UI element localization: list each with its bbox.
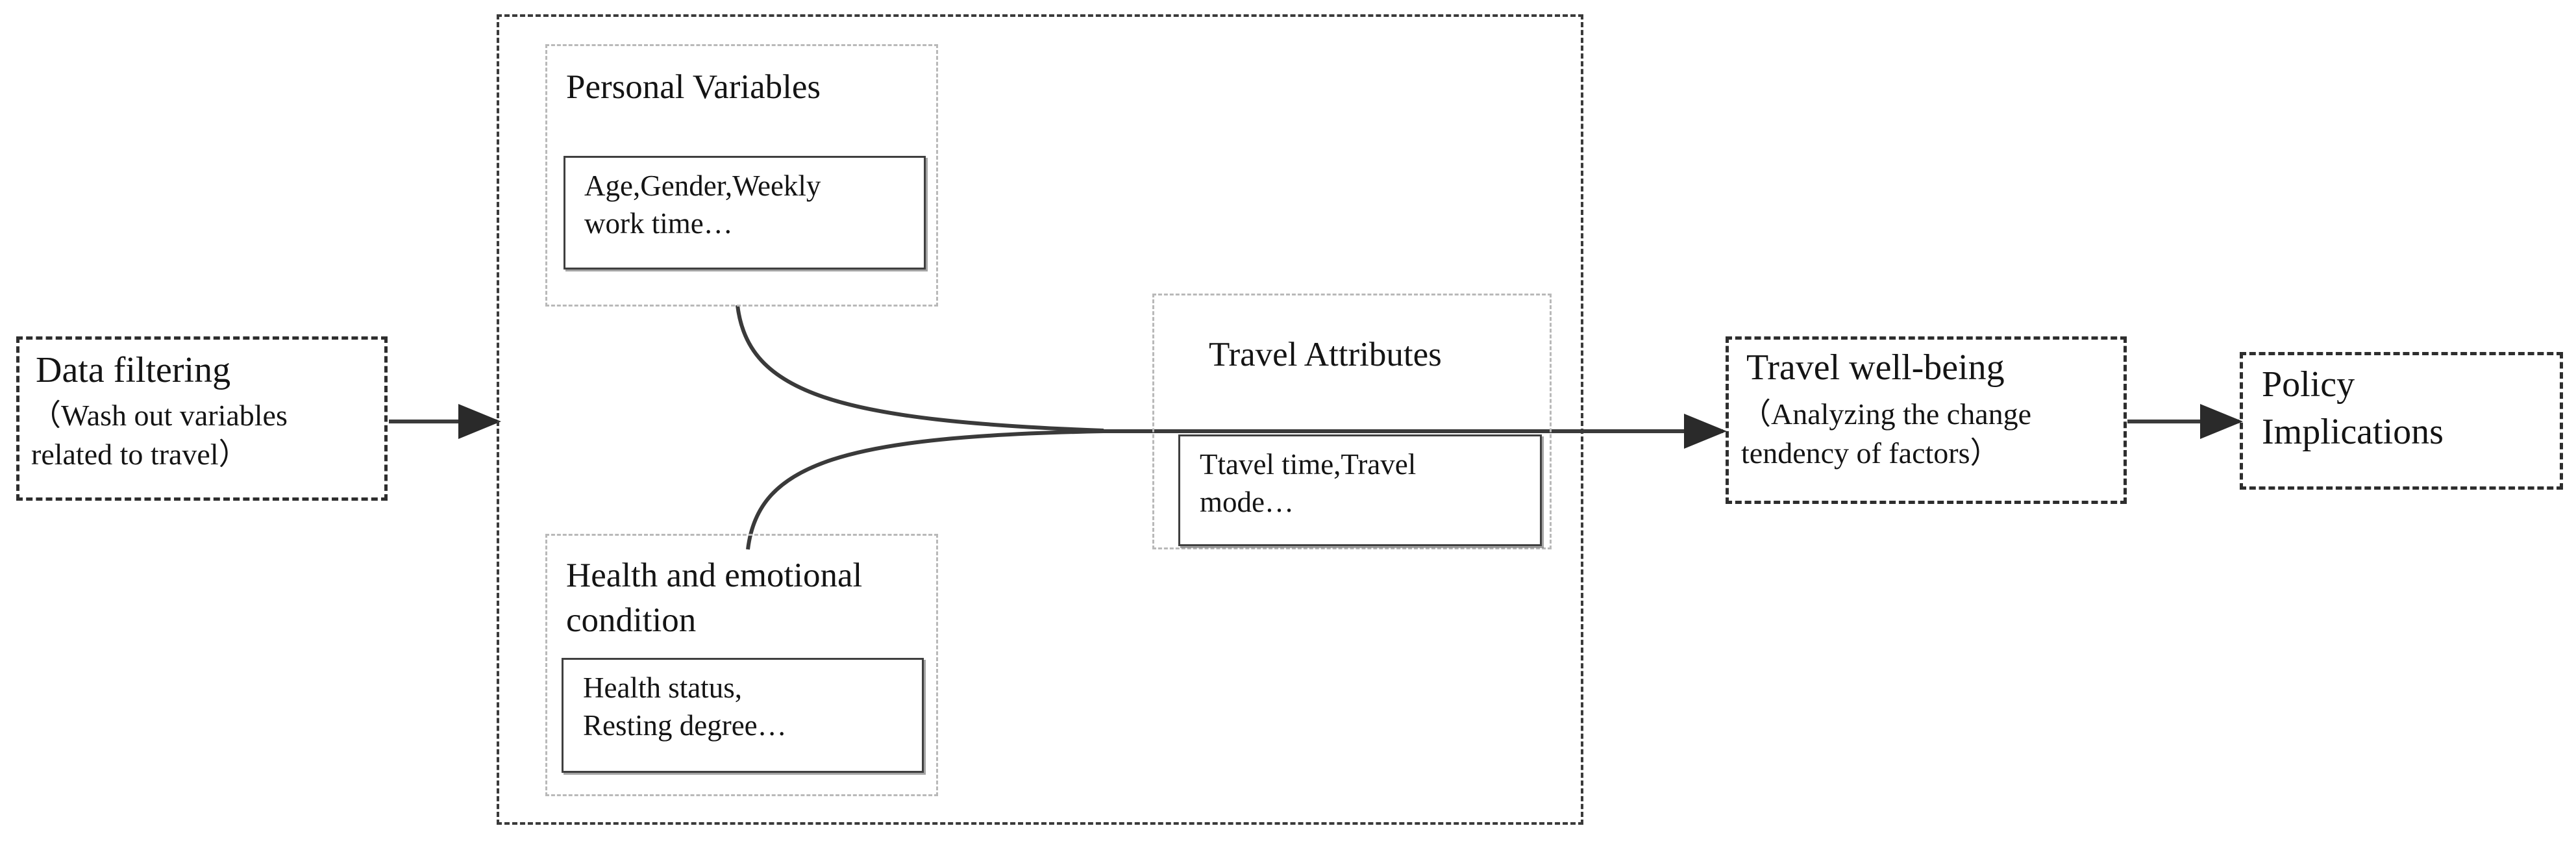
node-travel-wellbeing[interactable] — [1726, 336, 2127, 504]
travel-attributes-items-text: Ttavel time,Travel mode… — [1200, 448, 1417, 518]
group-travel-attributes[interactable] — [1152, 294, 1552, 549]
model-container — [497, 14, 1583, 825]
data-filtering-title: Data filtering — [36, 350, 231, 390]
group-health-condition[interactable] — [545, 534, 938, 796]
node-data-filtering[interactable] — [16, 336, 388, 501]
data-filtering-subtitle: （Wash out variables related to travel） — [31, 399, 288, 471]
policy-implications-title: Policy Implications — [2262, 364, 2444, 452]
travel-wellbeing-subtitle: （Analyzing the change tendency of factor… — [1741, 397, 2032, 470]
health-condition-items-text: Health status, Resting degree… — [583, 672, 787, 742]
group-personal-variables[interactable] — [545, 44, 938, 307]
box-travel-attributes-items[interactable] — [1178, 434, 1542, 546]
travel-wellbeing-title: Travel well-being — [1746, 347, 2005, 388]
travel-attributes-title: Travel Attributes — [1209, 336, 1442, 373]
node-policy-implications[interactable] — [2240, 352, 2563, 490]
health-condition-title: Health and emotional condition — [566, 557, 863, 639]
personal-variables-title: Personal Variables — [566, 68, 821, 106]
personal-variables-items-text: Age,Gender,Weekly work time… — [584, 169, 821, 240]
box-personal-variables-items[interactable] — [564, 156, 926, 270]
box-health-condition-items[interactable] — [562, 658, 924, 773]
